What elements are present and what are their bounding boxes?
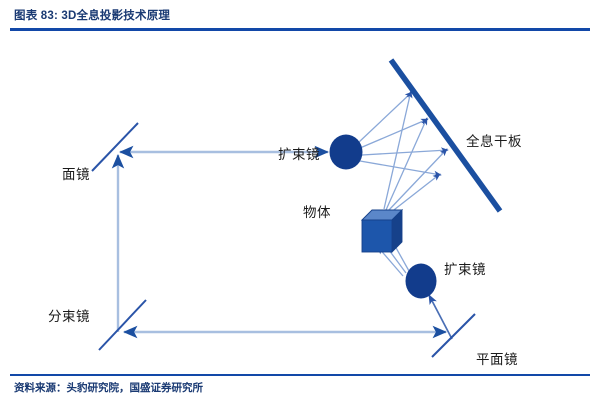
label-holographic-plate: 全息干板 <box>466 134 522 149</box>
rays-upper-expander-to-plate <box>357 91 449 177</box>
diagram-canvas: 面镜 扩束镜 全息干板 物体 扩束镜 分束镜 平面镜 <box>0 33 600 373</box>
cube-front-face <box>361 219 393 253</box>
figure-header: 图表 83: 3D全息投影技术原理 <box>0 0 600 33</box>
holographic-plate-bar <box>388 58 503 213</box>
plane-mirror-surface <box>431 313 476 358</box>
label-object: 物体 <box>303 205 331 220</box>
ray <box>387 148 448 212</box>
label-mirror-top-left: 面镜 <box>62 167 90 182</box>
ray <box>361 147 449 156</box>
beam-splitter-surface <box>98 299 147 351</box>
beam-expander-lower-lens <box>405 263 437 299</box>
beam-expander-upper-lens <box>329 134 363 170</box>
page-title: 图表 83: 3D全息投影技术原理 <box>14 10 171 22</box>
rays-object-to-plate <box>383 90 448 214</box>
label-beam-expander-lower: 扩束镜 <box>444 262 486 277</box>
mirror-top-left-surface <box>91 122 139 172</box>
ray <box>357 91 413 144</box>
label-beam-expander-upper: 扩束镜 <box>278 147 320 162</box>
ray <box>359 118 429 149</box>
optics-schematic-svg <box>91 58 503 358</box>
beam-path-group <box>111 145 453 340</box>
figure-source: 资料来源：头豹研究院，国盛证券研究所 <box>14 382 203 394</box>
label-plane-mirror: 平面镜 <box>476 352 518 367</box>
ray <box>359 160 442 177</box>
header-divider <box>10 28 590 31</box>
ray <box>385 117 428 211</box>
footer-divider <box>10 374 590 376</box>
ray <box>389 173 441 214</box>
label-beam-splitter: 分束镜 <box>48 309 90 324</box>
plane-mirror-to-lower-expander <box>428 294 453 340</box>
object-cube <box>360 208 404 254</box>
ray <box>383 90 413 210</box>
